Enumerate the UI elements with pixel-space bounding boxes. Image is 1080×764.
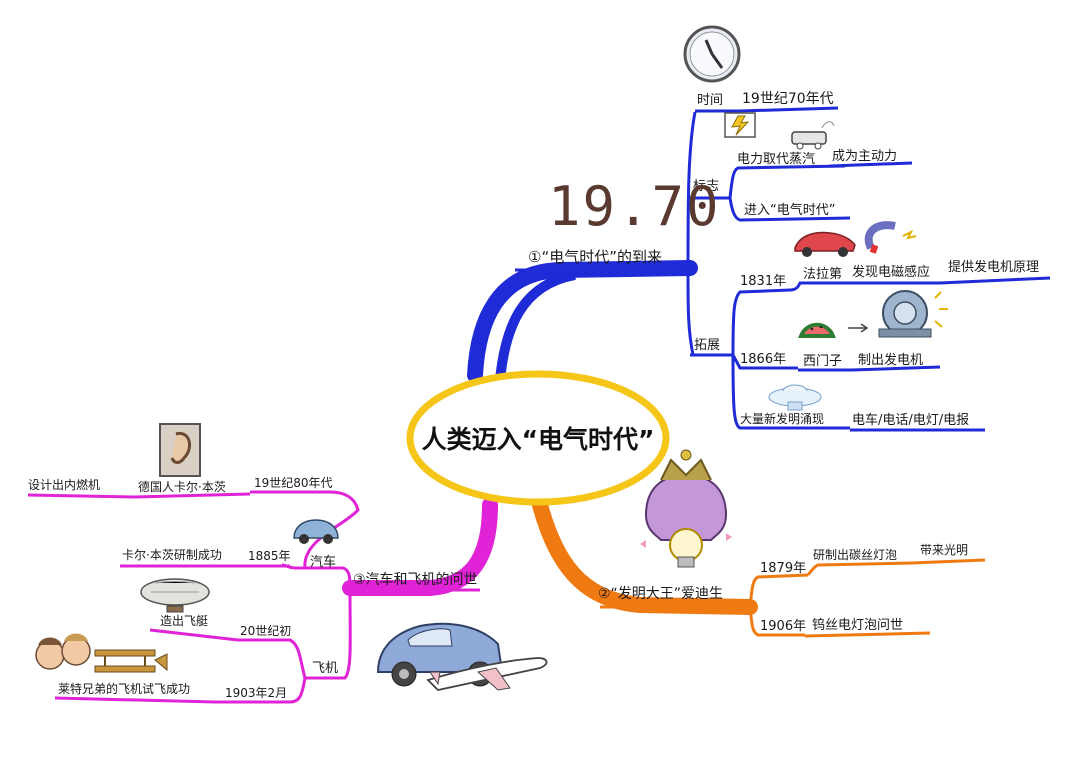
mark-label: 标志 [693,179,719,194]
airship-made: 造出飞艇 [160,614,208,628]
branch3-trunk [342,497,498,596]
branch1-trunk-taper [495,270,577,381]
branch3-label: ③汽车和飞机的问世 [353,571,478,588]
small-car-icon [293,519,339,544]
magnet-icon [864,221,917,254]
siemens: 西门子 [803,354,842,369]
branch-edison: ②“发明大王”爱迪生 1879年 研制出碳丝灯泡 带来光明 1906年 钨丝电灯… [532,497,986,638]
tungsten-bulb: 钨丝电灯泡问世 [812,617,903,633]
cloud-icon [768,384,822,411]
early-20th-century: 20世纪初 [240,624,291,638]
year-1866: 1866年 [740,352,786,367]
ear-icon [159,423,201,477]
wright-brothers-icon [35,633,91,670]
inventions-list: 电车/电话/电灯/电报 [852,412,969,428]
branch-electric-age: ①“电气时代”的到来 时间 19世纪70年代 标志 电力取代蒸汽 成为主动力 进… [467,91,1051,432]
year-1906: 1906年 [760,619,806,634]
arrow-icon [848,323,869,333]
wright-success: 莱特兄弟的飞机试飞成功 [58,681,190,696]
car-label: 汽车 [310,554,336,570]
internal-combustion: 设计出内燃机 [28,477,100,492]
airship-icon [140,578,210,613]
branch2-label: ②“发明大王”爱迪生 [598,586,723,602]
plane-label: 飞机 [312,661,338,676]
branch-car-plane: ③汽车和飞机的问世 汽车 19世纪80年代 德国人卡尔·本茨 设计出内燃机 18… [27,476,498,704]
carbon-bulb: 研制出碳丝灯泡 [813,548,897,562]
generator-made: 制出发电机 [858,352,923,368]
crown-bulb-icon [640,449,732,568]
train-icon [791,121,835,150]
year-1831: 1831年 [740,274,786,289]
branch1-label: ①“电气时代”的到来 [528,248,662,266]
year-1880s: 19世纪80年代 [254,476,333,490]
watermelon-icon [798,322,836,338]
race-car-icon [794,231,856,257]
clock-icon [683,25,741,83]
branch2-trunk [532,497,758,615]
year-1885: 1885年 [248,549,291,563]
airplane-icon [426,657,548,691]
expand-label: 拓展 [694,338,720,353]
induction: 发现电磁感应 [852,264,930,280]
lightning-icon [724,112,756,138]
generator-principle: 提供发电机原理 [948,259,1039,275]
benz-german: 德国人卡尔·本茨 [138,479,226,494]
center-title: 人类迈入“电气时代” [422,425,655,454]
mark-item1b: 成为主动力 [832,149,897,164]
time-value: 19世纪70年代 [742,91,834,107]
time-label: 时间 [697,93,723,108]
year-1879: 1879年 [760,561,806,576]
center-node: 人类迈入“电气时代” [406,370,670,506]
mark-item2: 进入“电气时代” [744,202,835,218]
faraday: 法拉第 [803,267,842,282]
bring-light: 带来光明 [920,543,968,557]
benz-car-success: 卡尔·本茨研制成功 [122,547,222,562]
inventions: 大量新发明涌现 [740,411,824,426]
biplane-icon [94,649,168,673]
year-big-number: 19.70 [548,175,721,238]
year-1903: 1903年2月 [225,686,287,700]
generator-icon [878,290,948,338]
mark-item1: 电力取代蒸汽 [737,152,815,167]
